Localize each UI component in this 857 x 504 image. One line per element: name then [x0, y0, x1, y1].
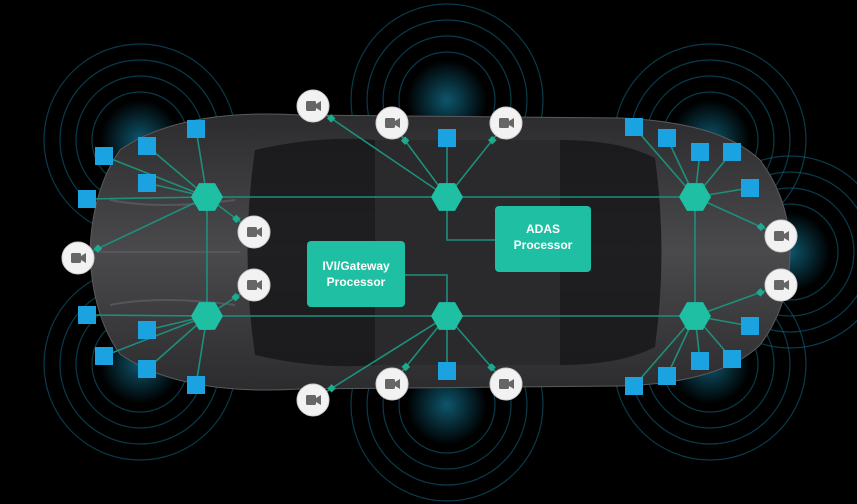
camera-body	[499, 118, 509, 128]
square-sensor-icon	[723, 143, 741, 161]
square-sensor-icon	[187, 376, 205, 394]
camera-link	[312, 105, 448, 198]
camera-icon	[489, 106, 523, 140]
camera-icon	[61, 241, 95, 275]
camera-link	[312, 315, 448, 401]
square-sensor-icon	[95, 347, 113, 365]
camera-body	[385, 379, 395, 389]
ivi-gateway-processor: IVI/Gateway Processor	[307, 241, 405, 307]
camera-icon	[375, 106, 409, 140]
camera-lens	[395, 118, 400, 128]
square-sensor-icon	[741, 179, 759, 197]
camera-body	[306, 101, 316, 111]
camera-icon	[237, 215, 271, 249]
link-joint	[756, 288, 765, 297]
camera-lens	[257, 227, 262, 237]
cameras	[61, 89, 798, 417]
square-sensor-icon	[741, 317, 759, 335]
link-joint	[400, 136, 410, 145]
square-sensor-icon	[138, 360, 156, 378]
adas-label-line1: ADAS	[526, 222, 560, 236]
camera-body	[306, 395, 316, 405]
square-sensor-icon	[625, 118, 643, 136]
camera-lens	[316, 395, 321, 405]
square-sensor-icon	[438, 129, 456, 147]
square-sensor-icon	[691, 352, 709, 370]
link-joint	[232, 214, 241, 224]
square-sensor-icon	[138, 174, 156, 192]
link-joint	[231, 292, 240, 302]
camera-icon	[237, 268, 271, 302]
hexagon-switch-icon	[191, 183, 223, 211]
camera-icon	[296, 89, 330, 123]
camera-body	[499, 379, 509, 389]
adas-processor: ADAS Processor	[495, 206, 591, 272]
square-sensor-icon	[78, 190, 96, 208]
square-sensor-icon	[691, 143, 709, 161]
sensor-link	[633, 315, 696, 387]
square-sensor-icon	[438, 362, 456, 380]
square-sensor-icon	[95, 147, 113, 165]
hexagon-switch-icon	[431, 183, 463, 211]
hexagon-switch-icon	[431, 302, 463, 330]
link-joint	[488, 135, 497, 145]
square-sensor-icon	[187, 120, 205, 138]
camera-lens	[784, 231, 789, 241]
sensors	[78, 118, 759, 395]
camera-body	[774, 231, 784, 241]
square-sensor-icon	[138, 321, 156, 339]
square-sensor-icon	[625, 377, 643, 395]
link-joint	[401, 362, 411, 372]
hexagon-switch-icon	[679, 302, 711, 330]
link-joint	[487, 363, 496, 372]
camera-body	[774, 280, 784, 290]
car-body	[89, 113, 791, 391]
link-joint	[327, 384, 336, 393]
ivi-label-line2: Processor	[327, 275, 386, 289]
camera-lens	[509, 118, 514, 128]
camera-lens	[81, 253, 86, 263]
square-sensor-icon	[658, 129, 676, 147]
hexagon-switch-icon	[679, 183, 711, 211]
camera-icon	[489, 367, 523, 401]
camera-body	[385, 118, 395, 128]
sensor-link	[633, 126, 696, 198]
camera-lens	[316, 101, 321, 111]
adas-label-line2: Processor	[514, 238, 573, 252]
link-joint	[93, 244, 103, 253]
camera-icon	[375, 367, 409, 401]
square-sensor-icon	[658, 367, 676, 385]
link-joint	[326, 114, 336, 123]
camera-icon	[764, 268, 798, 302]
square-sensor-icon	[138, 137, 156, 155]
camera-icon	[296, 383, 330, 417]
zonal-switches	[191, 183, 711, 330]
square-sensor-icon	[78, 306, 96, 324]
sensor-link	[86, 314, 208, 317]
hexagon-switch-icon	[191, 302, 223, 330]
square-sensor-icon	[723, 350, 741, 368]
camera-body	[247, 227, 257, 237]
adas-link	[446, 197, 495, 241]
camera-lens	[395, 379, 400, 389]
ivi-label-line1: IVI/Gateway	[322, 259, 390, 273]
camera-icon	[764, 219, 798, 253]
camera-lens	[509, 379, 514, 389]
camera-body	[247, 280, 257, 290]
sensor-link	[86, 196, 208, 200]
camera-lens	[257, 280, 262, 290]
camera-lens	[784, 280, 789, 290]
camera-body	[71, 253, 81, 263]
